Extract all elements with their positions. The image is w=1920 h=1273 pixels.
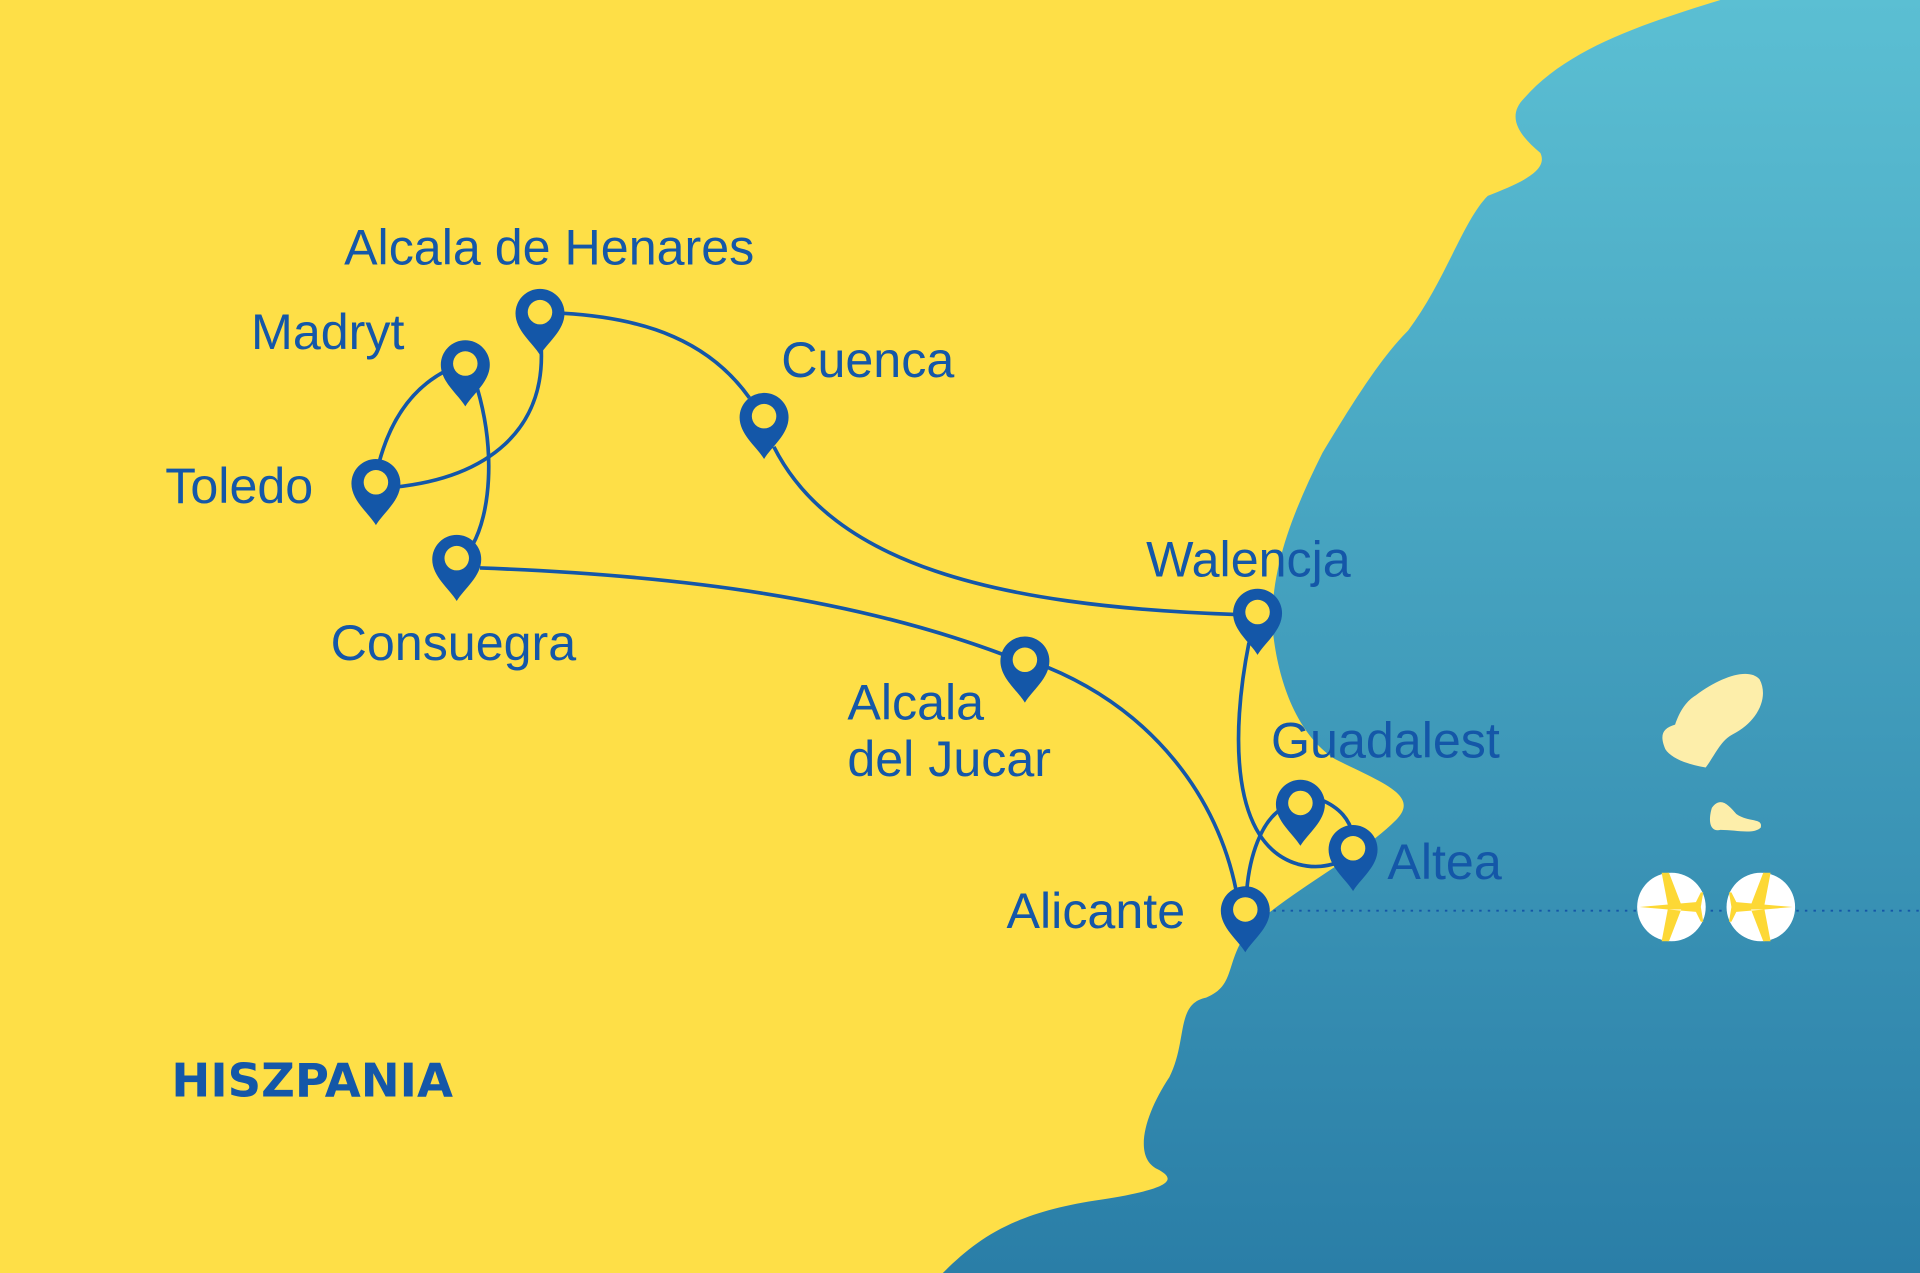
route-cuenca-walencja [772, 445, 1235, 617]
country-label: HISZPANIA [171, 1054, 453, 1108]
sea [942, 0, 1920, 1273]
labels: Alcala de Henares Madryt Toledo Consuegr… [165, 219, 1502, 1107]
balearic-islands [1662, 673, 1763, 832]
label-walencja: Walencja [1146, 532, 1351, 588]
route-toledo-alcala-henares [394, 348, 544, 489]
plane-departure-icon [1726, 872, 1796, 942]
island-mallorca [1662, 673, 1763, 768]
plane-arrival-icon [1637, 872, 1706, 942]
label-madryt: Madryt [251, 304, 404, 360]
label-alcala-del-jucar-1: Alcala [847, 675, 984, 731]
route-alcala-henares-cuenca [563, 311, 751, 399]
routes [376, 311, 1355, 894]
island-ibiza [1709, 802, 1762, 832]
label-altea: Altea [1387, 834, 1502, 890]
route-walencja-altea [1236, 642, 1338, 869]
label-alcala-del-jucar-2: del Jucar [847, 731, 1051, 787]
label-cuenca: Cuenca [781, 332, 954, 388]
label-guadalest: Guadalest [1271, 713, 1500, 769]
label-alicante: Alicante [1007, 883, 1186, 939]
label-toledo: Toledo [165, 458, 313, 514]
route-madryt-toledo [376, 369, 447, 466]
label-alcala-de-henares: Alcala de Henares [344, 219, 754, 275]
route-alcala-jucar-alicante [1046, 665, 1239, 894]
route-consuegra-alcala-jucar [479, 566, 1005, 657]
route-alicante-guadalest [1244, 806, 1285, 894]
label-consuegra: Consuegra [331, 615, 577, 671]
route-madryt-consuegra [471, 388, 491, 546]
